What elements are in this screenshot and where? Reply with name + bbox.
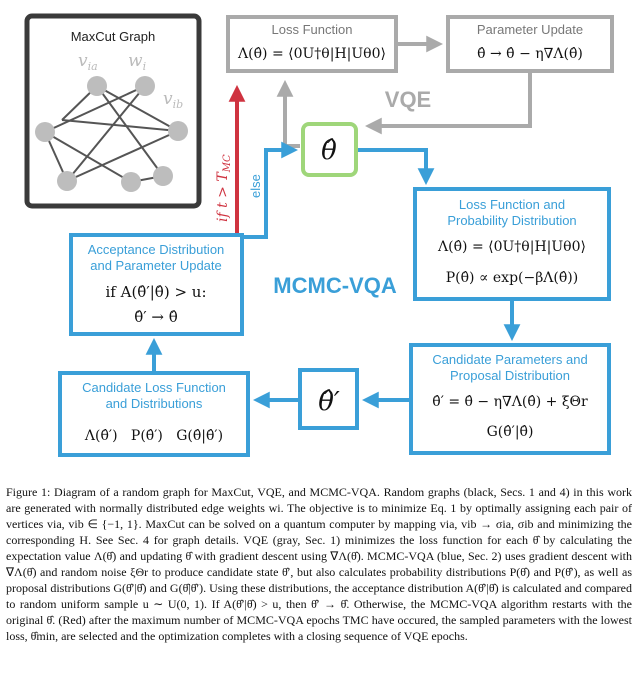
graph-node: [121, 172, 141, 192]
candidate-parameters-box: [409, 343, 611, 455]
graph-node: [35, 122, 55, 142]
acceptance-title-2: and Parameter Update: [90, 258, 222, 273]
loss-probability-formula-1: Λ(θ̂) = ⟨0U†θ|H|Uθ0⟩: [437, 239, 586, 255]
theta-to-loss-arrow: [276, 79, 300, 148]
red-exit-label: if t > TMC: [215, 154, 233, 222]
diagram: MaxCut Graph via wi vib: [24, 13, 614, 457]
graph-node: [87, 76, 107, 96]
graph-edge: [96, 85, 179, 132]
theta-box: [301, 122, 358, 177]
acceptance-title-1: Acceptance Distribution: [88, 242, 225, 257]
theta-symbol: θ̂: [321, 136, 337, 166]
parameter-update-formula: θ̂ → θ̂ − η∇Λ(θ̂): [477, 46, 583, 62]
candidate-parameters-title-2: Proposal Distribution: [450, 368, 570, 383]
label-vib: vib: [163, 89, 183, 111]
graph-edge: [61, 119, 179, 132]
loss-probability-title-2: Probability Distribution: [447, 213, 576, 228]
candidate-parameters-title-1: Candidate Parameters and: [432, 352, 587, 367]
mcmc-vqa-loop: Loss Function and Probability Distributi…: [58, 141, 611, 457]
acceptance-formula-2: θ̂′ → θ̂: [134, 308, 178, 326]
maxcut-graph-frame: [24, 13, 202, 209]
label-via: via: [78, 51, 98, 73]
graph-edge: [66, 85, 146, 182]
figure-caption: Figure 1: Diagram of a random graph for …: [6, 484, 632, 644]
vqe-loop: Loss Function Λ(θ̂) = ⟨0U†θ|H|Uθ0⟩ Param…: [226, 15, 614, 148]
loss-probability-title-1: Loss Function and: [459, 197, 565, 212]
candidate-loss-title-2: and Distributions: [106, 396, 203, 411]
loss-probability-formula-2: P(θ̂) ∝ exp(−βΛ(θ̂)): [446, 270, 579, 286]
candidate-loss-title-1: Candidate Loss Function: [82, 380, 226, 395]
theta-prime-symbol: θ̂′: [318, 387, 340, 417]
acceptance-to-theta-arrow: [244, 141, 299, 239]
graph-edges: [44, 85, 179, 183]
maxcut-graph-title: MaxCut Graph: [71, 29, 156, 44]
graph-edge: [44, 131, 132, 183]
theta-to-loss-prob-arrow: [358, 148, 435, 186]
theta-prime-box: [298, 368, 359, 430]
graph-node: [57, 171, 77, 191]
candidate-parameters-formula-1: θ̂′ = θ̂ − η∇Λ(θ̂) + ξΘr: [432, 394, 588, 410]
acceptance-box: [69, 233, 244, 336]
mcmc-vqa-label: MCMC-VQA: [273, 273, 397, 298]
vqe-label: VQE: [385, 87, 431, 112]
graph-edge: [44, 85, 146, 133]
loss-function-formula: Λ(θ̂) = ⟨0U†θ|H|Uθ0⟩: [237, 46, 386, 62]
graph-edge: [96, 85, 164, 177]
loss-function-title: Loss Function: [272, 22, 353, 37]
parameter-update-title: Parameter Update: [477, 22, 583, 37]
caption-text: Figure 1: Diagram of a random graph for …: [6, 485, 632, 643]
graph-node: [153, 166, 173, 186]
graph-edge: [66, 130, 179, 182]
loss-function-box: [226, 15, 398, 73]
graph-node: [135, 76, 155, 96]
graph-node: [168, 121, 188, 141]
else-label: else: [248, 174, 263, 198]
label-wi: wi: [128, 51, 146, 73]
acceptance-formula-1: if A(θ̂′|θ̂) > u:: [106, 283, 207, 301]
candidate-loss-box: [58, 371, 250, 457]
candidate-loss-formula: Λ(θ̂′) P(θ̂′) G(θ̂|θ̂′): [84, 428, 223, 444]
candidate-parameters-formula-2: G(θ̂′|θ̂): [487, 424, 534, 440]
update-to-theta-arrow: [364, 73, 532, 135]
maxcut-graph: MaxCut Graph via wi vib: [24, 13, 202, 209]
graph-nodes: [35, 76, 188, 192]
loss-probability-box: [413, 187, 611, 301]
parameter-update-box: [446, 15, 614, 73]
